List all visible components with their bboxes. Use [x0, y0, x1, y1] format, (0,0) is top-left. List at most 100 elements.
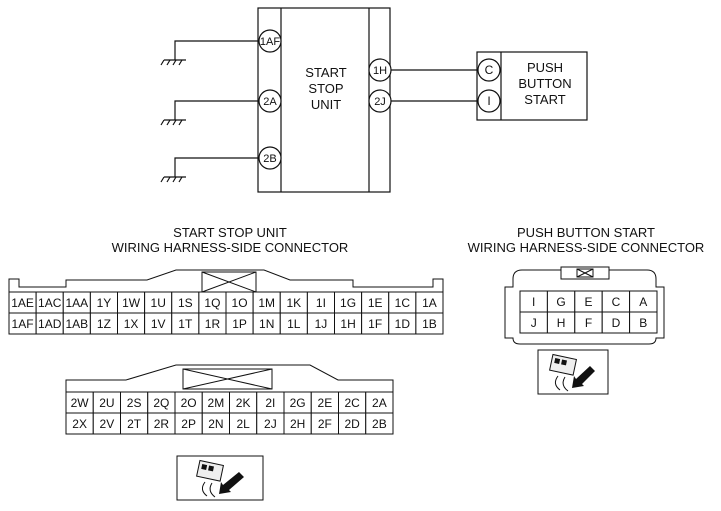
pin-label: J — [531, 316, 537, 330]
pin-label: 1L — [287, 317, 301, 331]
pin-label: 1O — [232, 296, 248, 310]
pin-label: 1D — [395, 317, 411, 331]
button-connector-heading-line2: WIRING HARNESS-SIDE CONNECTOR — [467, 240, 705, 255]
pin-label: 1Z — [97, 317, 111, 331]
pin-circle — [368, 89, 392, 113]
pin-label: 2V — [100, 417, 115, 431]
pin-label: 1M — [258, 296, 275, 310]
pin-cell — [629, 311, 658, 334]
pin-label: 1AA — [65, 296, 88, 310]
button-connector-heading-line1: PUSH BUTTON START — [517, 225, 655, 240]
pin-cell — [365, 412, 394, 435]
pin-label: 1I — [316, 296, 326, 310]
pin-label: 2A — [263, 96, 277, 108]
unit-label-line: UNIT — [311, 97, 341, 112]
pin-label: 1Q — [204, 296, 220, 310]
pin-label: 2G — [290, 396, 306, 410]
pin-label: 1AF — [260, 36, 280, 48]
pin-label: 1AE — [11, 296, 34, 310]
pin-label: 2X — [72, 417, 87, 431]
probe-icon — [176, 455, 264, 501]
pin-label: 1W — [122, 296, 141, 310]
pin-label: 1X — [124, 317, 139, 331]
pin-label: 1C — [395, 296, 411, 310]
pin-label: 1U — [151, 296, 166, 310]
unit-label-line: STOP — [308, 81, 343, 96]
button-label-line: BUTTON — [518, 76, 571, 91]
wire-2b — [160, 157, 258, 183]
pin-cell — [415, 312, 444, 335]
pin-label: E — [584, 295, 592, 309]
wire-1af — [160, 40, 258, 66]
pin-label: 2E — [318, 396, 333, 410]
pin-label: 2M — [208, 396, 225, 410]
pin-label: 1G — [340, 296, 356, 310]
pin-label: 2J — [264, 417, 277, 431]
pin-circle — [258, 29, 282, 53]
pin-label: C — [485, 63, 494, 77]
push-button-start-box — [476, 51, 588, 121]
pin-label: I — [532, 295, 535, 309]
pin-label: 2L — [236, 417, 250, 431]
pin-label: 1Y — [97, 296, 112, 310]
pin-label: I — [487, 94, 490, 108]
pin-label: 2O — [181, 396, 197, 410]
pin-label: 1K — [286, 296, 301, 310]
button-label-line: PUSH — [527, 60, 563, 75]
pin-label: 1S — [178, 296, 193, 310]
pin-circle — [258, 146, 282, 170]
pin-label: B — [639, 316, 647, 330]
unit-label-line: START — [305, 65, 346, 80]
pin-label: 2F — [318, 417, 332, 431]
pin-label: 1AB — [65, 317, 88, 331]
pin-label: 1P — [232, 317, 247, 331]
pin-label: 1H — [340, 317, 355, 331]
pin-label: 1J — [315, 317, 328, 331]
pin-label: 1E — [368, 296, 383, 310]
pin-circle — [368, 58, 392, 82]
pin-label: 1V — [151, 317, 166, 331]
pin-label: 2H — [290, 417, 305, 431]
pin-label: 2U — [99, 396, 114, 410]
pin-label: 2D — [344, 417, 360, 431]
pin-label: 1A — [422, 296, 437, 310]
pin-label: D — [612, 316, 621, 330]
schematic — [160, 7, 588, 193]
unit-connector-heading: START STOP UNIT WIRING HARNESS-SIDE CONN… — [60, 225, 400, 255]
pin-label: 2C — [344, 396, 360, 410]
pin-label: 2S — [127, 396, 142, 410]
pin-label: 2Q — [153, 396, 169, 410]
probe-icon — [537, 349, 609, 395]
pin-label: 2R — [154, 417, 170, 431]
pin-label: 2W — [71, 396, 90, 410]
pin-label: F — [585, 316, 592, 330]
pin-label: 1B — [422, 317, 437, 331]
pin-label: C — [612, 295, 621, 309]
pin-label: 2N — [208, 417, 223, 431]
wire-2a — [160, 100, 258, 126]
unit-connector-heading-line2: WIRING HARNESS-SIDE CONNECTOR — [111, 240, 349, 255]
pin-label: 2I — [265, 396, 275, 410]
pin-label: 2K — [236, 396, 251, 410]
pin-circle — [258, 89, 282, 113]
pin-label: 1AF — [12, 317, 34, 331]
pin-label: 2P — [181, 417, 196, 431]
pin-label: A — [639, 295, 647, 309]
pin-label: 2T — [127, 417, 142, 431]
pin-circle — [477, 89, 501, 113]
pin-label: 1T — [178, 317, 193, 331]
unit-connector-heading-line1: START STOP UNIT — [173, 225, 287, 240]
button-connector-pins: I G E C A J H F D B — [519, 290, 658, 334]
unit-connector-1-frame — [8, 269, 444, 293]
pin-circle — [477, 58, 501, 82]
pin-label: 2J — [374, 96, 386, 108]
pin-label: H — [557, 316, 566, 330]
pin-label: G — [556, 295, 565, 309]
unit-connector-2-frame — [65, 364, 394, 393]
pin-label: 1N — [259, 317, 274, 331]
pin-label: 1R — [205, 317, 221, 331]
button-connector-frame — [504, 266, 665, 345]
